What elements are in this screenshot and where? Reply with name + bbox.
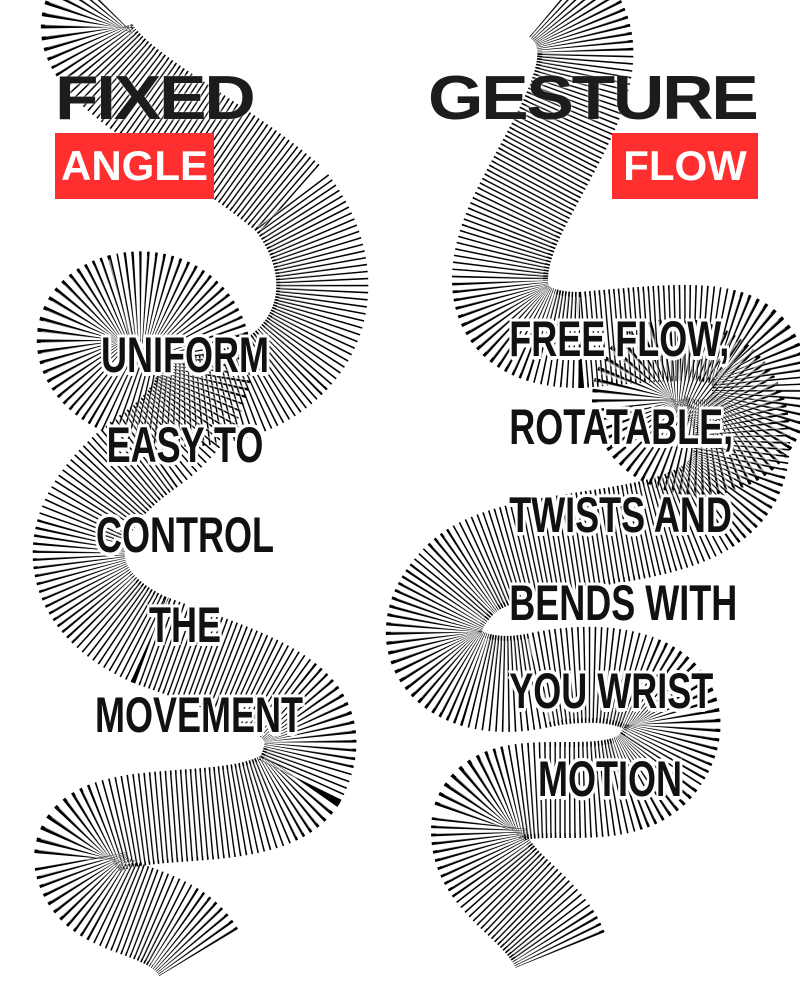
snake-illustration-left [32, 0, 369, 981]
left-line: MOVEMENT [95, 687, 304, 743]
left-line: CONTROL [96, 507, 274, 563]
right-line: FREE FLOW, [509, 311, 730, 367]
right-line: YOU WRIST [509, 663, 714, 719]
right-tag: FLOW [612, 133, 758, 199]
left-line: UNIFORM [101, 327, 269, 383]
right-title: GESTURE [428, 64, 759, 133]
left-line: THE [149, 597, 221, 653]
left-line: EASY TO [106, 417, 264, 473]
right-line: BENDS WITH [509, 575, 738, 631]
left-description: UNIFORM EASY TO CONTROL THE MOVEMENT [60, 330, 310, 740]
right-line: ROTATABLE, [509, 399, 734, 455]
right-description: FREE FLOW, ROTATABLE, TWISTS AND BENDS W… [470, 314, 750, 804]
left-tag: ANGLE [55, 133, 214, 199]
left-title: FIXED [55, 64, 256, 133]
snake-illustration-right [385, 0, 800, 971]
right-line: TWISTS AND [509, 487, 732, 543]
right-line: MOTION [538, 751, 682, 807]
